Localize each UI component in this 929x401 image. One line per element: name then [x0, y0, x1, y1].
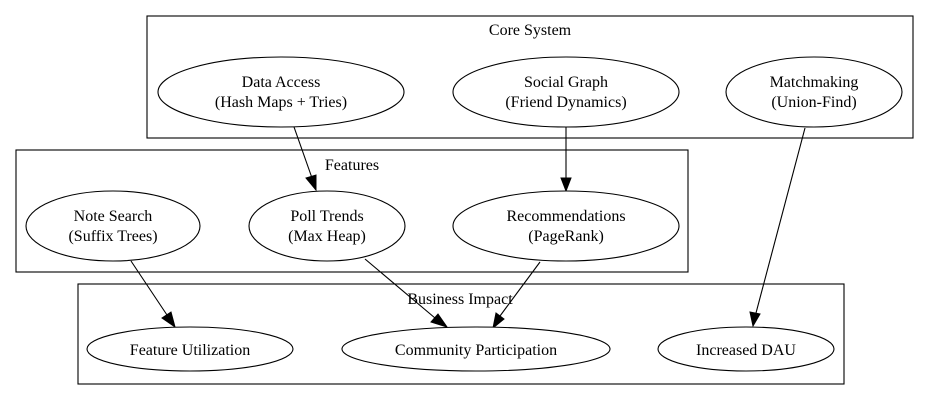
edge-social-graph-to-recommendations: [560, 127, 572, 193]
cluster-business-impact: Business Impact: [77, 283, 845, 385]
edge-poll-trends-to-community-participation: [364, 258, 449, 328]
node-social-graph-subtitle: (Friend Dynamics): [505, 94, 626, 111]
cluster-features-label: Features: [325, 157, 379, 174]
node-matchmaking-title: Matchmaking: [770, 74, 859, 91]
cluster-core-system: Core System: [146, 15, 914, 139]
arrowhead-community-participation-b: [492, 312, 505, 330]
node-community-participation[interactable]: Community Participation: [341, 326, 611, 372]
node-social-graph[interactable]: Social Graph (Friend Dynamics): [452, 56, 680, 128]
node-data-access-subtitle: (Hash Maps + Tries): [215, 94, 347, 111]
arrowhead-community-participation-a: [430, 313, 449, 328]
arrowhead-poll-trends: [305, 174, 317, 192]
node-feature-utilization[interactable]: Feature Utilization: [86, 326, 294, 372]
arrowhead-recommendations: [560, 177, 572, 193]
arrowhead-feature-utilization: [161, 311, 176, 329]
node-note-search-subtitle: (Suffix Trees): [68, 228, 157, 245]
node-matchmaking[interactable]: Matchmaking (Union-Find): [725, 56, 903, 128]
edge-note-search-to-feature-utilization: [130, 260, 176, 329]
node-community-participation-title: Community Participation: [395, 342, 557, 359]
node-data-access[interactable]: Data Access (Hash Maps + Tries): [157, 56, 405, 128]
node-social-graph-title: Social Graph: [524, 74, 608, 91]
node-note-search-title: Note Search: [74, 208, 153, 225]
edge-data-access-to-poll-trends: [293, 126, 317, 192]
node-recommendations-subtitle: (PageRank): [528, 228, 604, 245]
node-note-search[interactable]: Note Search (Suffix Trees): [25, 190, 201, 262]
cluster-business-impact-label: Business Impact: [407, 291, 513, 308]
node-matchmaking-subtitle: (Union-Find): [771, 94, 856, 111]
node-increased-dau[interactable]: Increased DAU: [657, 326, 835, 372]
cluster-core-system-label: Core System: [489, 22, 572, 39]
node-increased-dau-title: Increased DAU: [696, 342, 796, 359]
arrowhead-increased-dau: [749, 311, 761, 328]
node-poll-trends-subtitle: (Max Heap): [288, 228, 366, 245]
node-recommendations[interactable]: Recommendations (PageRank): [452, 190, 680, 262]
cluster-features: Features: [15, 149, 689, 273]
edge-recommendations-to-community-participation: [492, 261, 541, 330]
node-feature-utilization-title: Feature Utilization: [130, 342, 250, 359]
node-poll-trends-title: Poll Trends: [290, 208, 363, 225]
node-recommendations-title: Recommendations: [506, 208, 625, 225]
edge-matchmaking-to-increased-dau: [749, 127, 806, 328]
node-poll-trends[interactable]: Poll Trends (Max Heap): [248, 190, 406, 262]
node-data-access-title: Data Access: [242, 74, 321, 91]
